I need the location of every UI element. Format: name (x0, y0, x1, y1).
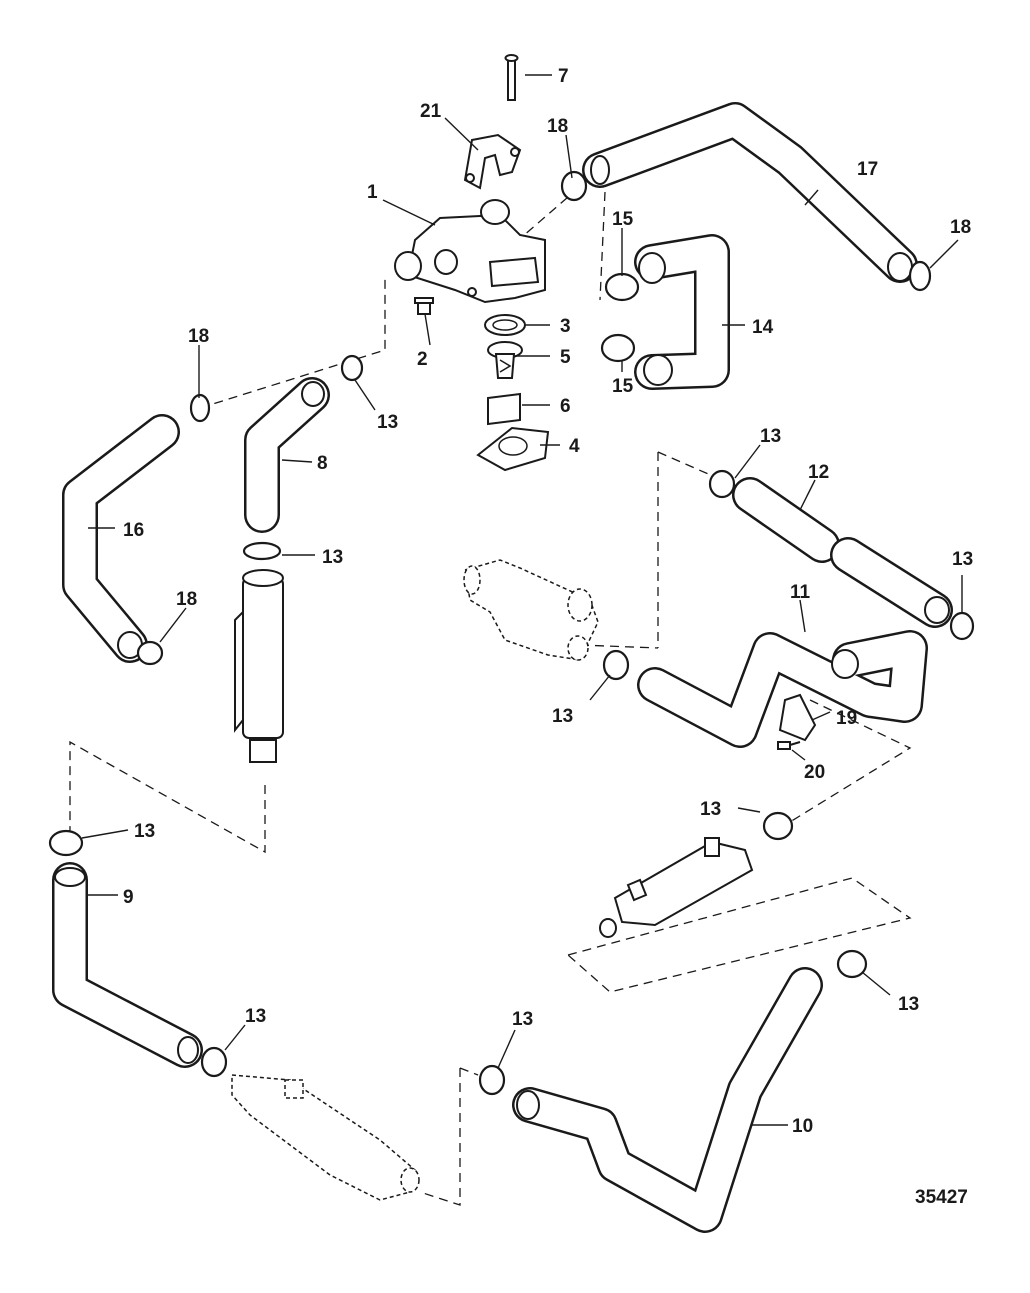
drawing-number: 35427 (915, 1187, 968, 1208)
callout-8: 8 (317, 453, 328, 474)
callout-21: 21 (420, 101, 442, 122)
hose-14 (634, 234, 730, 390)
hose-16 (62, 414, 180, 663)
hose-8 (244, 377, 330, 533)
callout-13-c: 13 (322, 547, 343, 568)
heat-exchanger-ghost (463, 559, 599, 661)
hose-10 (512, 967, 823, 1233)
sleeve-6 (487, 392, 521, 426)
callout-11: 11 (790, 582, 811, 603)
callout-18-b: 18 (950, 217, 971, 238)
assembly-guide-lines (69, 177, 912, 1206)
power-steering-cooler (231, 1074, 420, 1201)
callout-15-b: 15 (612, 376, 634, 397)
callout-16: 16 (123, 520, 144, 541)
hose-9 (52, 862, 203, 1068)
callout-14: 14 (752, 317, 774, 338)
callout-6: 6 (560, 396, 571, 417)
callout-15-a: 15 (612, 209, 634, 230)
callout-13-e: 13 (552, 706, 573, 727)
callout-13-j: 13 (898, 994, 919, 1015)
callout-9: 9 (123, 887, 134, 908)
bracket-19 (778, 693, 817, 742)
hose-12 (732, 477, 953, 628)
callout-13-f: 13 (700, 799, 721, 820)
fuel-cooler-left (234, 569, 284, 763)
callout-13-g: 13 (134, 821, 155, 842)
callout-12: 12 (808, 462, 829, 483)
callout-7: 7 (558, 66, 569, 87)
thermostat-housing (394, 199, 546, 304)
callout-5: 5 (560, 347, 571, 368)
bolt-7 (504, 54, 519, 101)
thermostat-5 (487, 341, 523, 379)
callout-2: 2 (417, 349, 428, 370)
oil-cooler-mid (599, 837, 754, 938)
callout-3: 3 (560, 316, 571, 337)
plug-2 (414, 297, 434, 315)
callout-18-a: 18 (547, 116, 568, 137)
callout-10: 10 (792, 1116, 813, 1137)
callout-labels: 1 2 3 4 5 6 7 8 9 10 11 12 13 13 13 13 1… (123, 66, 973, 1208)
callout-17: 17 (857, 159, 878, 180)
hose-11 (637, 630, 928, 748)
callout-20: 20 (804, 762, 825, 783)
gasket-3 (484, 314, 526, 336)
callout-1: 1 (367, 182, 378, 203)
callout-4: 4 (569, 436, 580, 457)
gasket-4 (476, 426, 550, 472)
callout-13-b: 13 (377, 412, 398, 433)
callout-18-c: 18 (188, 326, 209, 347)
screw-20 (777, 741, 801, 750)
callout-13-d: 13 (952, 549, 973, 570)
callout-13-i: 13 (512, 1009, 533, 1030)
cover-21 (463, 133, 522, 190)
callout-19: 19 (836, 708, 857, 729)
leader-lines (81, 74, 963, 1126)
callout-18-d: 18 (176, 589, 197, 610)
hose-17 (582, 102, 918, 283)
callout-13-h: 13 (245, 1006, 266, 1027)
hose-clamps (48, 170, 975, 1096)
callout-13-a: 13 (760, 426, 781, 447)
